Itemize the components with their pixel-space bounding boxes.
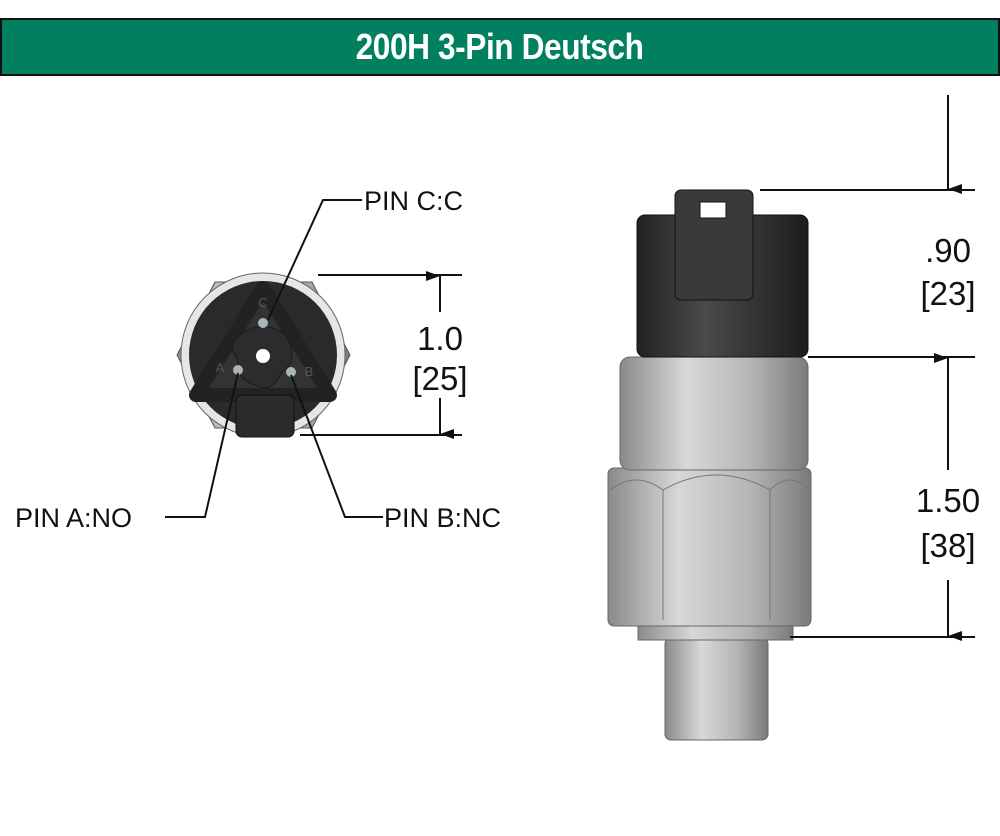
body-dim-mm: [38] [920,527,975,564]
connector-face-view: C A B [176,272,351,438]
pin-b-mark: B [305,364,314,379]
connector-dim-inch: .90 [925,232,971,269]
pin-c-label: PIN C:C [364,186,463,216]
body-dim-inch: 1.50 [916,482,980,519]
page-title: 200H 3-Pin Deutsch [356,26,644,67]
pin-a-mark: A [216,360,225,375]
connector-dim-mm: [23] [920,275,975,312]
side-dimensions [760,95,975,641]
title-banner: 200H 3-Pin Deutsch [0,18,1000,76]
pin-a-label: PIN A:NO [15,503,132,533]
face-dim-inch: 1.0 [417,320,463,357]
pin-b [286,367,296,377]
pin-c [258,318,268,328]
pin-a [233,365,243,375]
pin-c-mark: C [258,295,267,310]
side-view [607,189,812,741]
face-dim-mm: [25] [412,360,467,397]
pin-b-label: PIN B:NC [384,503,501,533]
pin-leaders [165,199,383,518]
face-dimension [300,271,462,439]
